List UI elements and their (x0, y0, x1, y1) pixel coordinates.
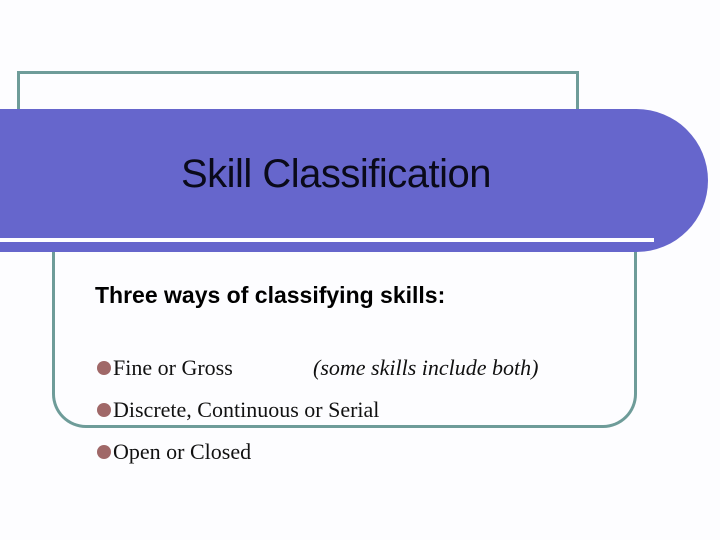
bullet-text: Fine or Gross (113, 355, 233, 380)
bullet-dot-icon (97, 361, 111, 375)
bullet-dot-icon (97, 445, 111, 459)
bullet-note: (some skills include both) (313, 355, 539, 380)
title-band (0, 109, 708, 252)
top-frame (17, 71, 579, 131)
bullet-item: Open or Closed (97, 439, 251, 465)
bullet-item: Discrete, Continuous or Serial (97, 397, 379, 423)
band-stripe (0, 238, 654, 242)
bullet-text: Discrete, Continuous or Serial (113, 397, 380, 422)
bullet-item: Fine or Gross (97, 355, 233, 381)
content-frame (52, 240, 637, 428)
bullet-dot-icon (97, 403, 111, 417)
bullet-text: Open or Closed (113, 439, 252, 464)
slide-title: Skill Classification (180, 152, 492, 196)
subheading: Three ways of classifying skills: (95, 282, 446, 308)
